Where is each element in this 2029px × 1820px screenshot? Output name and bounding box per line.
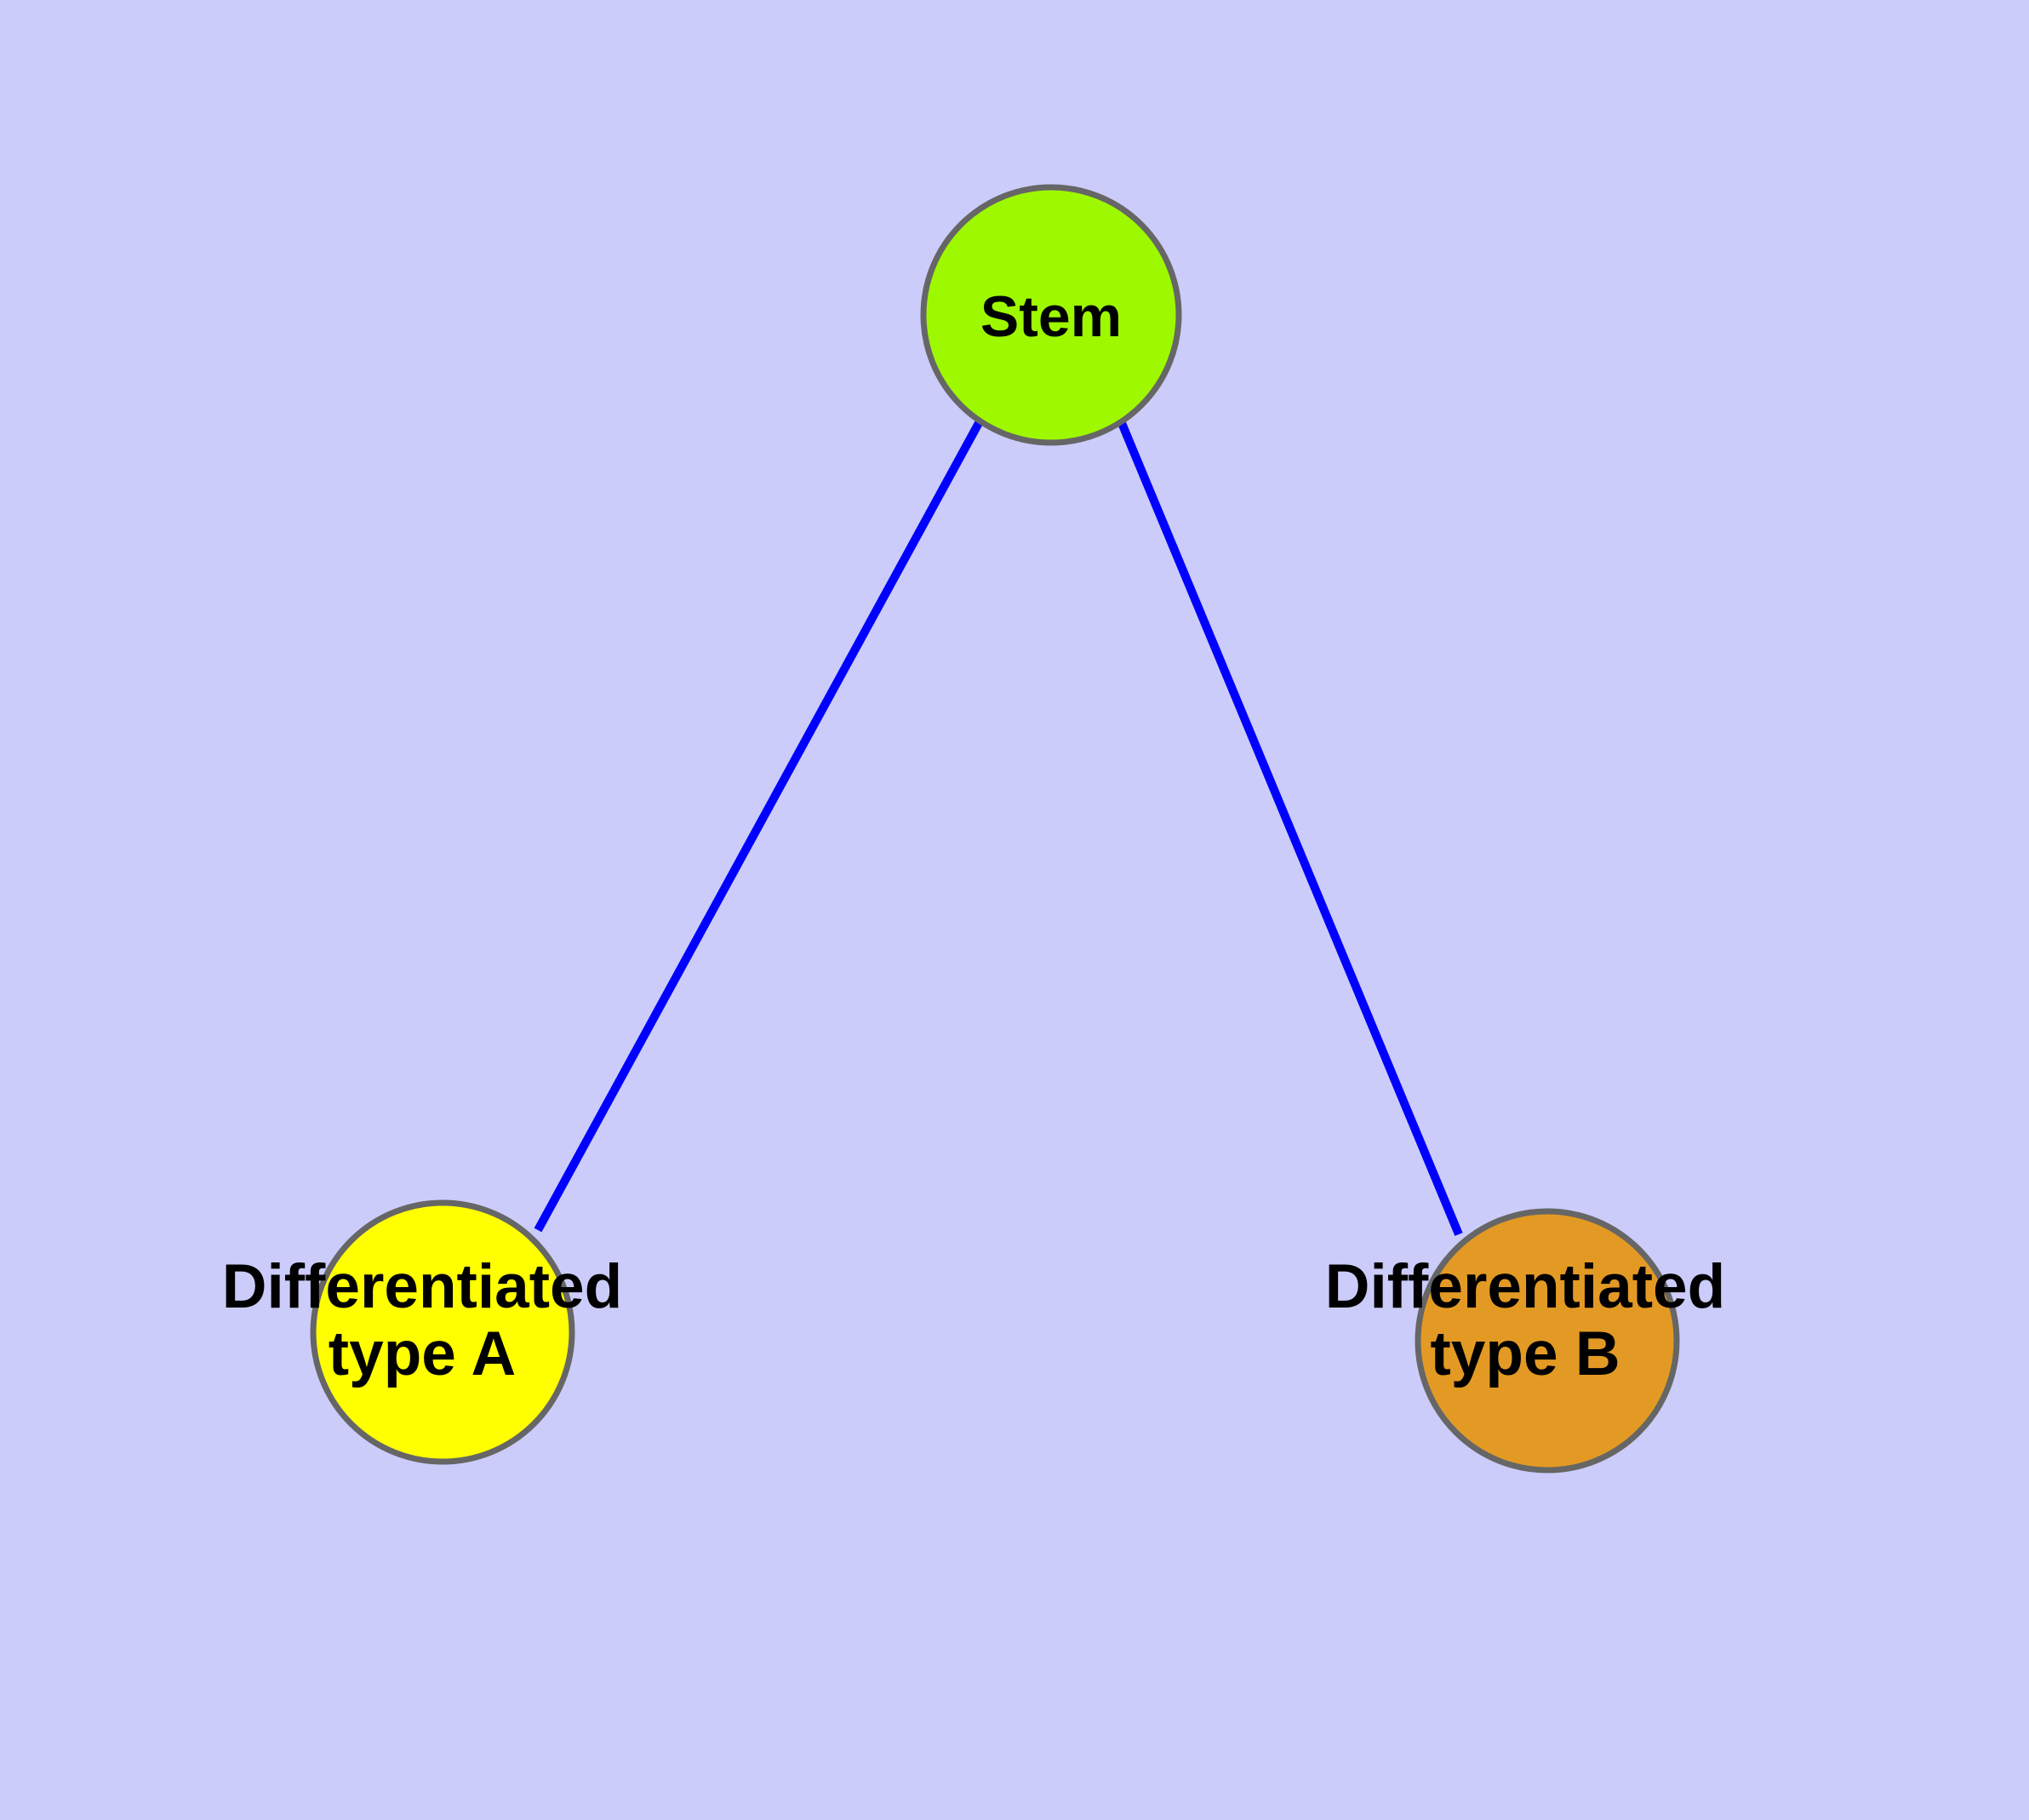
edge-stem-to-diff-a[interactable] bbox=[534, 421, 983, 1233]
edge-stem-to-diff-b[interactable] bbox=[1117, 421, 1463, 1236]
node-layer bbox=[310, 184, 1680, 1474]
node-stem[interactable] bbox=[920, 184, 1182, 446]
node-differentiated-type-b[interactable] bbox=[1415, 1208, 1680, 1474]
edge-layer bbox=[534, 421, 1463, 1236]
node-differentiated-type-a[interactable] bbox=[310, 1199, 575, 1465]
